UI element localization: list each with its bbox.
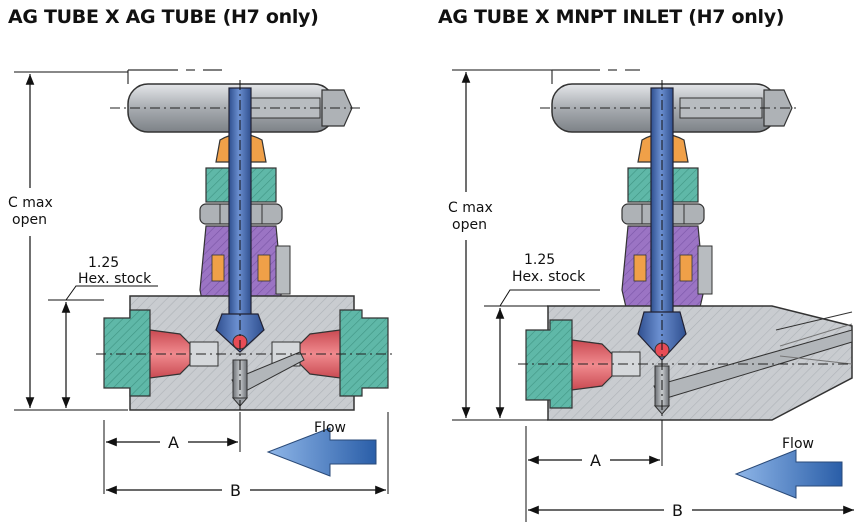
right-flow-label: Flow — [782, 436, 814, 452]
right-b-label: B — [672, 501, 683, 520]
right-hex-label-line2: Hex. stock — [512, 269, 586, 285]
left-c-label-line1: C max — [8, 195, 53, 211]
right-dimensions: C max open 1.25 Hex. stock A B — [448, 69, 854, 522]
right-diagram-title: AG TUBE X MNPT INLET (H7 only) — [438, 6, 785, 28]
right-stem — [637, 80, 687, 420]
left-hex-label-line1: 1.25 — [88, 255, 119, 271]
right-valve — [518, 69, 853, 421]
left-hex-label-line2: Hex. stock — [78, 271, 152, 287]
right-c-label-line2: open — [452, 217, 487, 233]
right-c-label-line1: C max — [448, 200, 493, 216]
left-flow-label: Flow — [314, 420, 346, 436]
left-body — [96, 295, 396, 411]
right-a-label: A — [590, 451, 601, 470]
left-c-label-line2: open — [12, 212, 47, 228]
left-dimensions: C max open 1.25 Hex. stock A B — [8, 71, 389, 500]
right-hex-label-line1: 1.25 — [524, 252, 555, 268]
left-b-label: B — [230, 481, 241, 500]
left-stem — [215, 80, 265, 412]
right-body — [518, 305, 853, 421]
left-valve — [96, 69, 396, 412]
left-a-label: A — [168, 433, 179, 452]
right-flow-arrow: Flow — [734, 436, 843, 499]
left-flow-arrow: Flow — [266, 420, 377, 477]
left-diagram-title: AG TUBE X AG TUBE (H7 only) — [8, 6, 319, 28]
